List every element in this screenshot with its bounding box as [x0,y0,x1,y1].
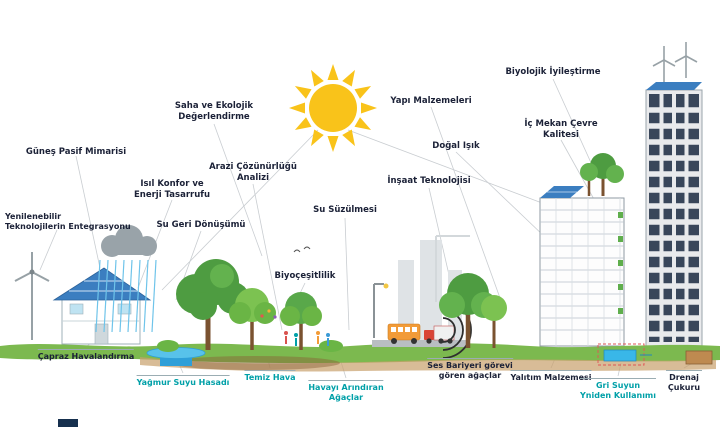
label-insaat-teknolojisi: İnşaat Teknolojisi [387,176,471,186]
label-havayi-arindiran-agaclar: Havayı Arındıran Ağaçlar [308,380,384,404]
wind-turbine-icon [14,252,50,340]
label-temiz-hava: Temiz Hava [244,370,296,383]
sun-icon [289,64,377,152]
label-gri-suyun-kullanimi: Gri Suyun Yniden Kullanımı [579,378,657,402]
drainage-pit [685,350,713,365]
trees-center [157,259,343,352]
label-ic-mekan-cevre-kalitesi: İç Mekan Çevre Kalitesi [524,119,598,141]
soil-dark [170,356,340,370]
rain-streaks [95,259,157,333]
label-arazi-cozunurlugu: Arazi Çözünürlüğü Analizi [209,162,297,184]
label-ses-bariyeri: Ses Bariyeri görevi gören ağaçlar [427,358,513,382]
bus-icon [387,323,421,344]
bird-icons [293,246,311,253]
label-su-suzulmesi: Su Süzülmesi [313,205,377,215]
street-lamp-icon [373,283,389,338]
label-drenaj-cukuru: Drenaj Çukuru [666,370,702,394]
label-biyocesitlilik: Biyoçeşitlilik [274,271,336,281]
tower-building [645,82,703,347]
butterfly-icons [260,309,277,319]
label-capraz-havalandirma: Çapraz Havalandırma [37,349,135,362]
label-su-geri-donusumu: Su Geri Dönüşümü [156,220,246,230]
road [372,340,468,347]
rooftop-solar-panel-icon [646,82,702,90]
house-solar-roof-icon [52,267,152,301]
greywater-system [597,343,652,366]
label-gunes-pasif-mimarisi: Güneş Pasif Mimarisi [25,147,127,157]
label-yalitim-malzemesi: Yalıtım Malzemesi [510,370,592,383]
footer-mark [58,419,78,427]
soil-layer [140,357,716,372]
truck-icon [424,325,455,344]
label-yagmur-suyu-hasadi: Yağmur Suyu Hasadı [136,375,230,388]
label-biyolojik-iyilestirme: Biyolojik İyileştirme [505,67,601,77]
people [284,331,330,346]
rain-cloud-icon [95,225,157,333]
solar-house [52,267,152,345]
rooftop-wind-turbine-icons [652,42,698,82]
label-dogal-isik: Doğal Işık [432,141,480,151]
trees-right [439,273,507,348]
label-yenilenebilir-teknolojiler: Yenilenebilir Teknolojilerin Entegrasyon… [5,212,131,232]
label-yapi-malzemeleri: Yapı Malzemeleri [390,96,472,106]
label-saha-ve-ekolojik: Saha ve Ekolojik Değerlendirme [174,101,254,123]
green-building [539,153,625,347]
label-isil-konfor: Isıl Konfor ve Enerji Tasarrufu [133,179,211,201]
